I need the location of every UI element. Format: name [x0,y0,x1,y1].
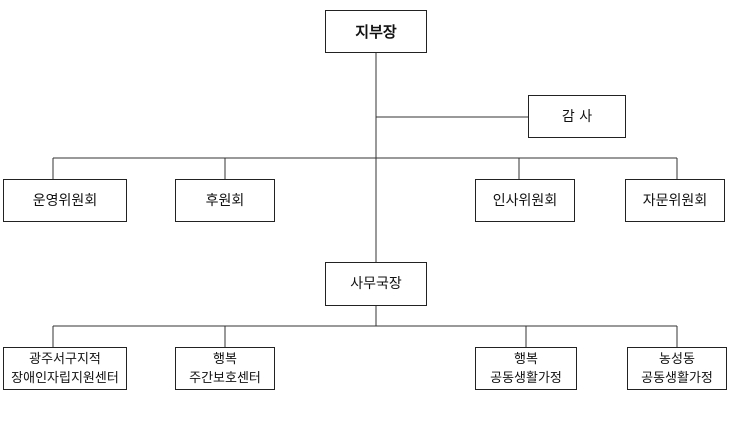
node-committee-operation-label: 운영위원회 [32,192,98,209]
node-committee-advisory-label: 자문위원회 [642,192,708,209]
node-secretary-general-label: 사무국장 [350,276,402,292]
node-facility-4-line1: 농성동 [659,351,695,367]
node-committee-support-label: 후원회 [205,192,245,209]
node-head: 지부장 [325,10,427,53]
node-facility-3: 행복 공동생활가정 [475,347,577,390]
node-audit-label: 감 사 [561,108,593,125]
node-facility-1-line1: 광주서구지적 [29,351,101,367]
node-committee-personnel: 인사위원회 [475,179,575,222]
node-facility-4: 농성동 공동생활가정 [627,347,727,390]
node-facility-2-line1: 행복 [213,351,237,367]
node-secretary-general: 사무국장 [325,262,427,306]
node-facility-1: 광주서구지적 장애인자립지원센터 [3,347,127,390]
node-facility-4-line2: 공동생활가정 [641,370,713,386]
node-facility-2-line2: 주간보호센터 [189,370,261,386]
node-head-label: 지부장 [355,22,397,41]
node-facility-1-line2: 장애인자립지원센터 [11,370,119,386]
node-audit: 감 사 [528,95,626,138]
node-facility-2: 행복 주간보호센터 [175,347,275,390]
node-committee-advisory: 자문위원회 [625,179,725,222]
node-committee-operation: 운영위원회 [3,179,127,222]
node-committee-support: 후원회 [175,179,275,222]
node-facility-3-line2: 공동생활가정 [490,370,562,386]
node-committee-personnel-label: 인사위원회 [492,192,558,209]
node-facility-3-line1: 행복 [514,351,538,367]
